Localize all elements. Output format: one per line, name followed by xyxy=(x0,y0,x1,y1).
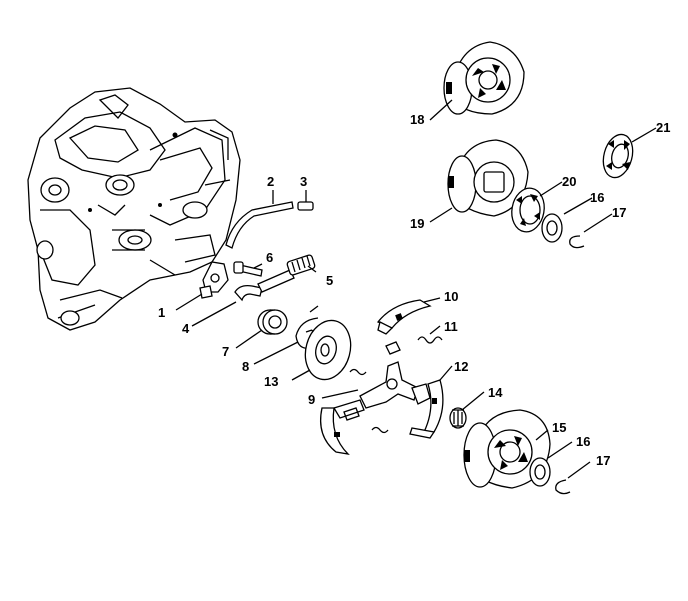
callout-14: 14 xyxy=(488,385,503,400)
rim-sprocket-drum-18 xyxy=(443,41,525,115)
callout-15: 15 xyxy=(552,420,566,435)
callout-19: 19 xyxy=(410,216,424,231)
washer-16-lower xyxy=(529,457,551,487)
spring-11 xyxy=(385,336,443,355)
callout-11: 11 xyxy=(444,319,458,334)
leader-lines xyxy=(175,99,657,479)
callout-5: 5 xyxy=(326,273,333,288)
callout-20: 20 xyxy=(562,174,576,189)
e-clip-17-upper xyxy=(569,235,585,249)
callout-4: 4 xyxy=(182,321,190,336)
clutch-shoe-right xyxy=(409,379,444,439)
callout-21: 21 xyxy=(656,120,670,135)
callout-17-upper: 17 xyxy=(612,205,626,220)
callout-12: 12 xyxy=(454,359,468,374)
washer-16-upper xyxy=(541,213,563,243)
needle-bearing-14 xyxy=(449,407,467,429)
callout-labels: 1 2 3 4 5 6 7 8 9 10 11 12 13 14 15 16 1… xyxy=(158,112,670,468)
callout-6: 6 xyxy=(266,250,273,265)
oil-hose-assembly xyxy=(199,201,316,302)
callout-18: 18 xyxy=(410,112,424,127)
callout-2: 2 xyxy=(267,174,274,189)
clutch-shoe-10 xyxy=(376,299,432,335)
spring-9 xyxy=(343,368,389,434)
rim-sprocket-21 xyxy=(602,133,634,179)
callout-16-upper: 16 xyxy=(590,190,604,205)
needle-bearing-7 xyxy=(257,309,288,335)
callout-8: 8 xyxy=(242,359,249,374)
clutch-drum-19 xyxy=(447,139,529,217)
callout-7: 7 xyxy=(222,344,229,359)
engine-crankcase xyxy=(27,87,241,331)
callout-17-lower: 17 xyxy=(596,453,610,468)
spur-sprocket-20 xyxy=(511,187,545,233)
e-clip-17-lower xyxy=(555,479,571,495)
clutch-carrier-12 xyxy=(359,361,431,409)
callout-16-lower: 16 xyxy=(576,434,590,449)
callout-13: 13 xyxy=(264,374,278,389)
callout-10: 10 xyxy=(444,289,458,304)
clutch-shoe-left xyxy=(319,399,365,455)
callout-3: 3 xyxy=(300,174,307,189)
callout-1: 1 xyxy=(158,305,165,320)
disc-13 xyxy=(304,319,352,381)
callout-9: 9 xyxy=(308,392,315,407)
